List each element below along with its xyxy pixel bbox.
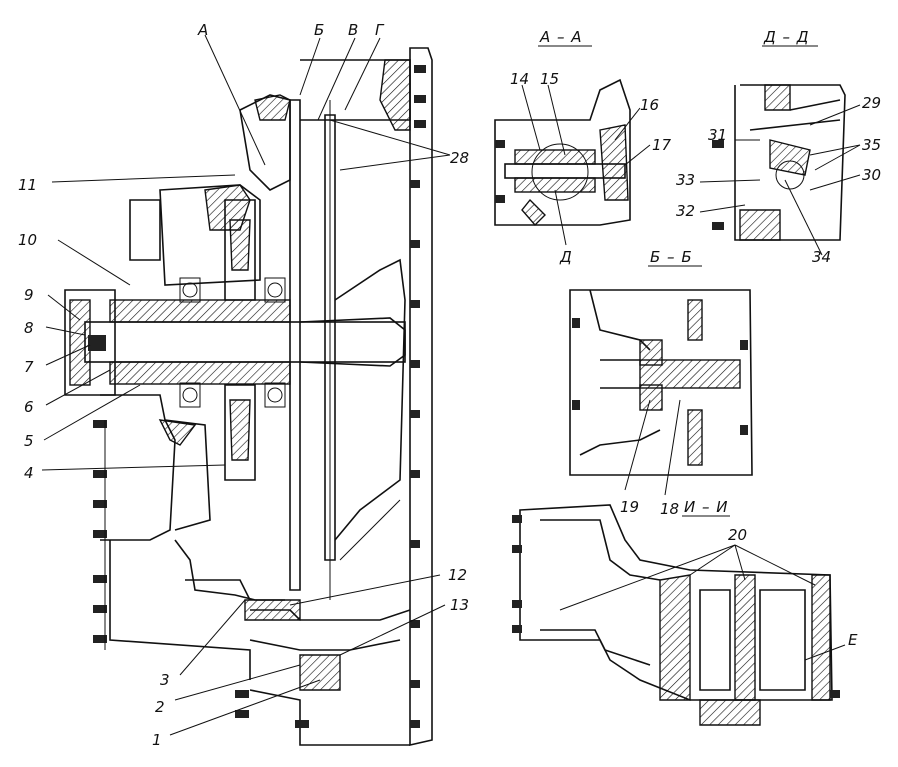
callout-34: 34 xyxy=(812,248,831,266)
section-aa-view: А – А 14 15 16 17 Д xyxy=(494,28,672,266)
callout-3: 3 xyxy=(160,671,170,689)
callout-8: 8 xyxy=(24,319,34,337)
main-bearings xyxy=(179,277,286,408)
main-leader-lines xyxy=(41,34,451,736)
section-mark-e: Е xyxy=(848,631,858,649)
section-dd-view: Д – Д 29 31 35 30 33 32 34 xyxy=(676,28,881,266)
section-bb-title: Б – Б xyxy=(650,248,693,266)
callout-2: 2 xyxy=(155,698,165,716)
section-mark-v: В xyxy=(348,21,358,39)
callout-9: 9 xyxy=(24,286,34,304)
callout-28: 28 xyxy=(450,149,469,167)
section-ii-view: И – И 20 Е xyxy=(512,498,858,726)
callout-20: 20 xyxy=(728,526,747,544)
callout-12: 12 xyxy=(448,566,467,584)
section-mark-b: Б xyxy=(314,21,324,39)
callout-14: 14 xyxy=(510,70,529,88)
callout-7: 7 xyxy=(24,358,34,376)
callout-18: 18 xyxy=(660,500,679,518)
callout-33: 33 xyxy=(676,171,695,189)
callout-16: 16 xyxy=(640,96,659,114)
callout-31: 31 xyxy=(708,126,727,144)
callout-5: 5 xyxy=(24,432,34,450)
callout-30: 30 xyxy=(862,166,881,184)
callout-35: 35 xyxy=(862,136,881,154)
main-assembly-view: 11 10 9 8 7 6 5 4 3 2 1 12 13 28 А Б В Г xyxy=(18,21,469,749)
main-left-bolts xyxy=(93,420,309,728)
section-mark-a: А xyxy=(197,21,208,39)
callout-32: 32 xyxy=(676,202,695,220)
section-ii-title: И – И xyxy=(684,498,728,516)
callout-10: 10 xyxy=(18,231,37,249)
callout-1: 1 xyxy=(152,731,162,749)
callout-17: 17 xyxy=(652,136,672,154)
callout-15: 15 xyxy=(540,70,559,88)
section-mark-d: Д xyxy=(559,248,572,266)
section-bb-view: Б – Б 19 18 xyxy=(569,248,753,518)
callout-29: 29 xyxy=(862,94,881,112)
callout-11: 11 xyxy=(18,176,37,194)
callout-6: 6 xyxy=(24,398,34,416)
section-mark-g: Г xyxy=(375,21,385,39)
callout-13: 13 xyxy=(450,596,469,614)
section-dd-title: Д – Д xyxy=(763,28,809,46)
section-aa-title: А – А xyxy=(539,28,583,46)
callout-4: 4 xyxy=(24,464,34,482)
callout-19: 19 xyxy=(620,498,639,516)
main-housing-bolts xyxy=(410,65,426,728)
